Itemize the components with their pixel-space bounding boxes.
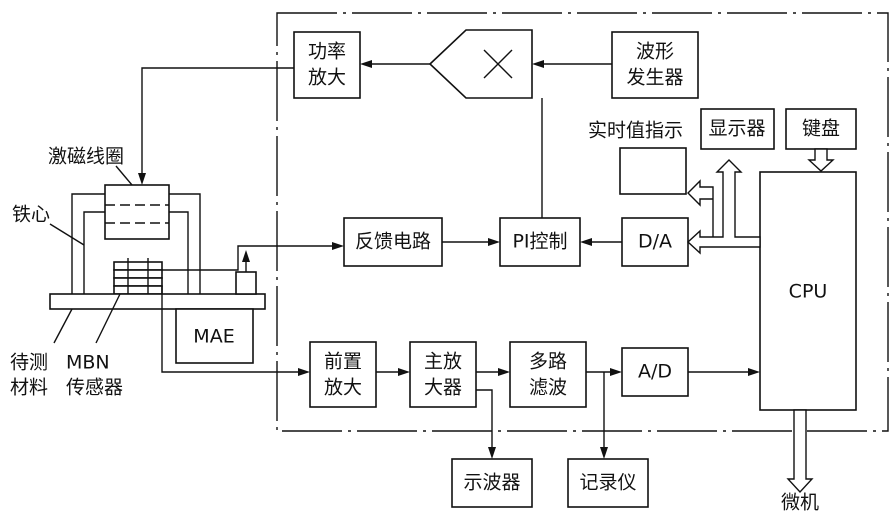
sensor-to-preamp-line [161, 286, 300, 373]
material-label-1: 待测 [10, 352, 48, 374]
mae-block [175, 308, 254, 364]
mbn-sensor-layer-1 [113, 261, 163, 271]
power-amp-label-2: 放大 [308, 67, 346, 89]
mainamp-to-oscilloscope-line [476, 389, 493, 449]
main-amp-label-2: 大器 [424, 377, 462, 399]
feedback-to-pi-arrow [488, 238, 500, 246]
wave-generator-block [611, 31, 699, 99]
filter-block [509, 341, 587, 408]
iron-core-label: 铁心 [12, 204, 50, 226]
preamp-label-2: 放大 [324, 377, 362, 399]
material-under-test [49, 293, 266, 310]
mae-probe [235, 271, 257, 295]
multiplier-x-mark-b [483, 49, 513, 79]
oscilloscope-label: 示波器 [463, 472, 520, 494]
sensor-to-feedback-arrow [332, 242, 344, 250]
excitation-coil [104, 184, 170, 240]
mbn-sensor-layer-3 [113, 277, 163, 287]
main-amp-block [409, 341, 477, 408]
material-leader-line [53, 308, 73, 344]
keyboard-block [785, 108, 857, 150]
display-block [700, 108, 775, 150]
wave-gen-label-2: 发生器 [626, 67, 683, 89]
mbn-sensor-layer-2 [113, 269, 163, 279]
iron-core-left-outer [71, 193, 105, 294]
core-leader-line [49, 223, 85, 246]
ad-block [621, 347, 689, 397]
instrument-frame [276, 12, 889, 432]
multiplier-to-poweramp-arrow [360, 60, 372, 68]
mae-label: MAE [193, 326, 234, 348]
cpu-block [759, 171, 857, 411]
da-to-pi-arrow [580, 238, 592, 246]
poweramp-to-coil-line [141, 67, 294, 175]
sensor-to-preamp-arrow [298, 368, 310, 376]
realtime-indicator-block [619, 147, 687, 195]
feedback-label: 反馈电路 [355, 231, 431, 253]
keyboard-to-cpu-arrow [807, 148, 835, 172]
filter-label-1: 多路 [529, 351, 567, 373]
poweramp-to-coil-arrow [138, 173, 146, 185]
preamp-label-1: 前置 [324, 351, 362, 373]
display-label: 显示器 [708, 118, 765, 140]
filter-label-2: 滤波 [529, 377, 567, 399]
preamp-to-mainamp-arrow [398, 368, 410, 376]
sensor-to-feedback-line [162, 245, 334, 271]
ad-label: A/D [638, 361, 672, 383]
mainamp-to-filter-arrow [498, 368, 510, 376]
recorder-block [567, 458, 649, 508]
da-block [621, 217, 689, 267]
sensor-label-1: MBN [66, 352, 110, 374]
oscilloscope-block [451, 458, 533, 508]
mbn-sensor-layer-4 [113, 285, 163, 295]
power-amp-label-1: 功率 [308, 41, 346, 63]
preamp-block [309, 341, 377, 408]
keyboard-label: 键盘 [802, 118, 840, 140]
da-label: D/A [638, 231, 672, 253]
main-amp-label-1: 主放 [424, 351, 462, 373]
iron-core-left-inner [83, 211, 105, 294]
cpu-to-microcomputer-arrow [786, 409, 814, 494]
excitation-coil-label: 激磁线圈 [48, 146, 124, 168]
sensor-label-2: 传感器 [66, 377, 123, 399]
recorder-label: 记录仪 [579, 472, 636, 494]
coil-leader-line [115, 165, 133, 186]
cpu-bus-arrow [686, 159, 761, 255]
realtime-indicator-label: 实时值指示 [588, 120, 683, 142]
iron-core-right-inner [169, 211, 189, 294]
multiplier-block [428, 29, 533, 99]
cpu-label: CPU [789, 281, 828, 303]
microcomputer-label: 微机 [781, 492, 819, 514]
feedback-circuit-block [343, 217, 443, 267]
iron-core-right-outer [169, 193, 201, 294]
material-label-2: 材料 [10, 377, 48, 399]
wave-gen-label-1: 波形 [636, 41, 674, 63]
pi-control-label: PI控制 [512, 231, 567, 253]
mainamp-to-oscilloscope-arrow [488, 447, 496, 459]
filter-to-recorder-arrow [600, 447, 608, 459]
wavegen-to-multiplier-arrow [532, 60, 544, 68]
ad-to-cpu-arrow [748, 368, 760, 376]
filter-to-ad-arrow [610, 368, 622, 376]
sensor-leader-line [95, 293, 121, 344]
power-amp-block [293, 31, 361, 99]
mae-up-arrow [242, 250, 250, 262]
